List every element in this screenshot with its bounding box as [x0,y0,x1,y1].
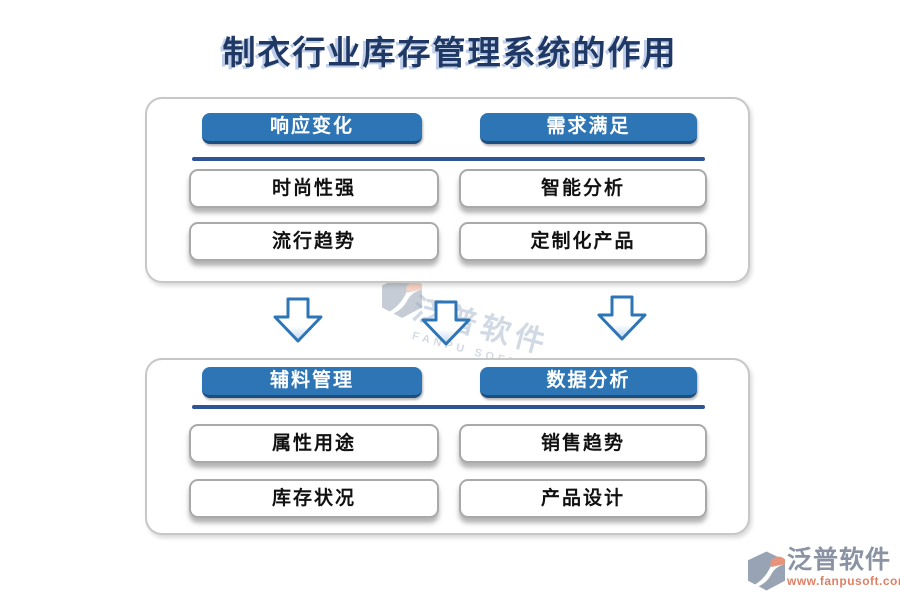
footer-logo-url: www.fanpusoft.com [787,574,900,588]
feature-pill: 产品设计 [459,479,707,518]
feature-pill: 时尚性强 [189,169,439,208]
fanpu-logo-icon [382,276,422,318]
header-data-analysis: 数据分析 [480,367,697,398]
feature-pill: 智能分析 [459,169,707,208]
feature-pill: 流行趋势 [189,222,439,261]
fanpu-footer-logo: 泛普软件 www.fanpusoft.com [748,547,900,591]
feature-pill: 销售趋势 [459,424,707,463]
divider-line [192,405,705,409]
divider-line [192,157,705,161]
feature-pill: 属性用途 [189,424,439,463]
footer-logo-name: 泛普软件 [787,547,892,574]
down-arrow-icon [597,295,647,341]
feature-pill: 定制化产品 [459,222,707,261]
header-demand-satisfaction: 需求满足 [480,113,697,144]
header-respond-to-change: 响应变化 [202,113,422,144]
feature-pill: 库存状况 [189,479,439,518]
header-accessory-management: 辅料管理 [202,367,422,398]
page-title: 制衣行业库存管理系统的作用 [222,36,678,72]
bottom-panel: 辅料管理 数据分析 属性用途 销售趋势 库存状况 产品设计 [145,358,750,535]
footer-logo-text: 泛普软件 www.fanpusoft.com [787,547,900,588]
top-panel: 响应变化 需求满足 时尚性强 智能分析 流行趋势 定制化产品 [145,97,750,283]
down-arrow-icon [421,300,471,346]
down-arrow-icon [273,297,323,343]
fanpu-logo-icon [748,551,785,591]
